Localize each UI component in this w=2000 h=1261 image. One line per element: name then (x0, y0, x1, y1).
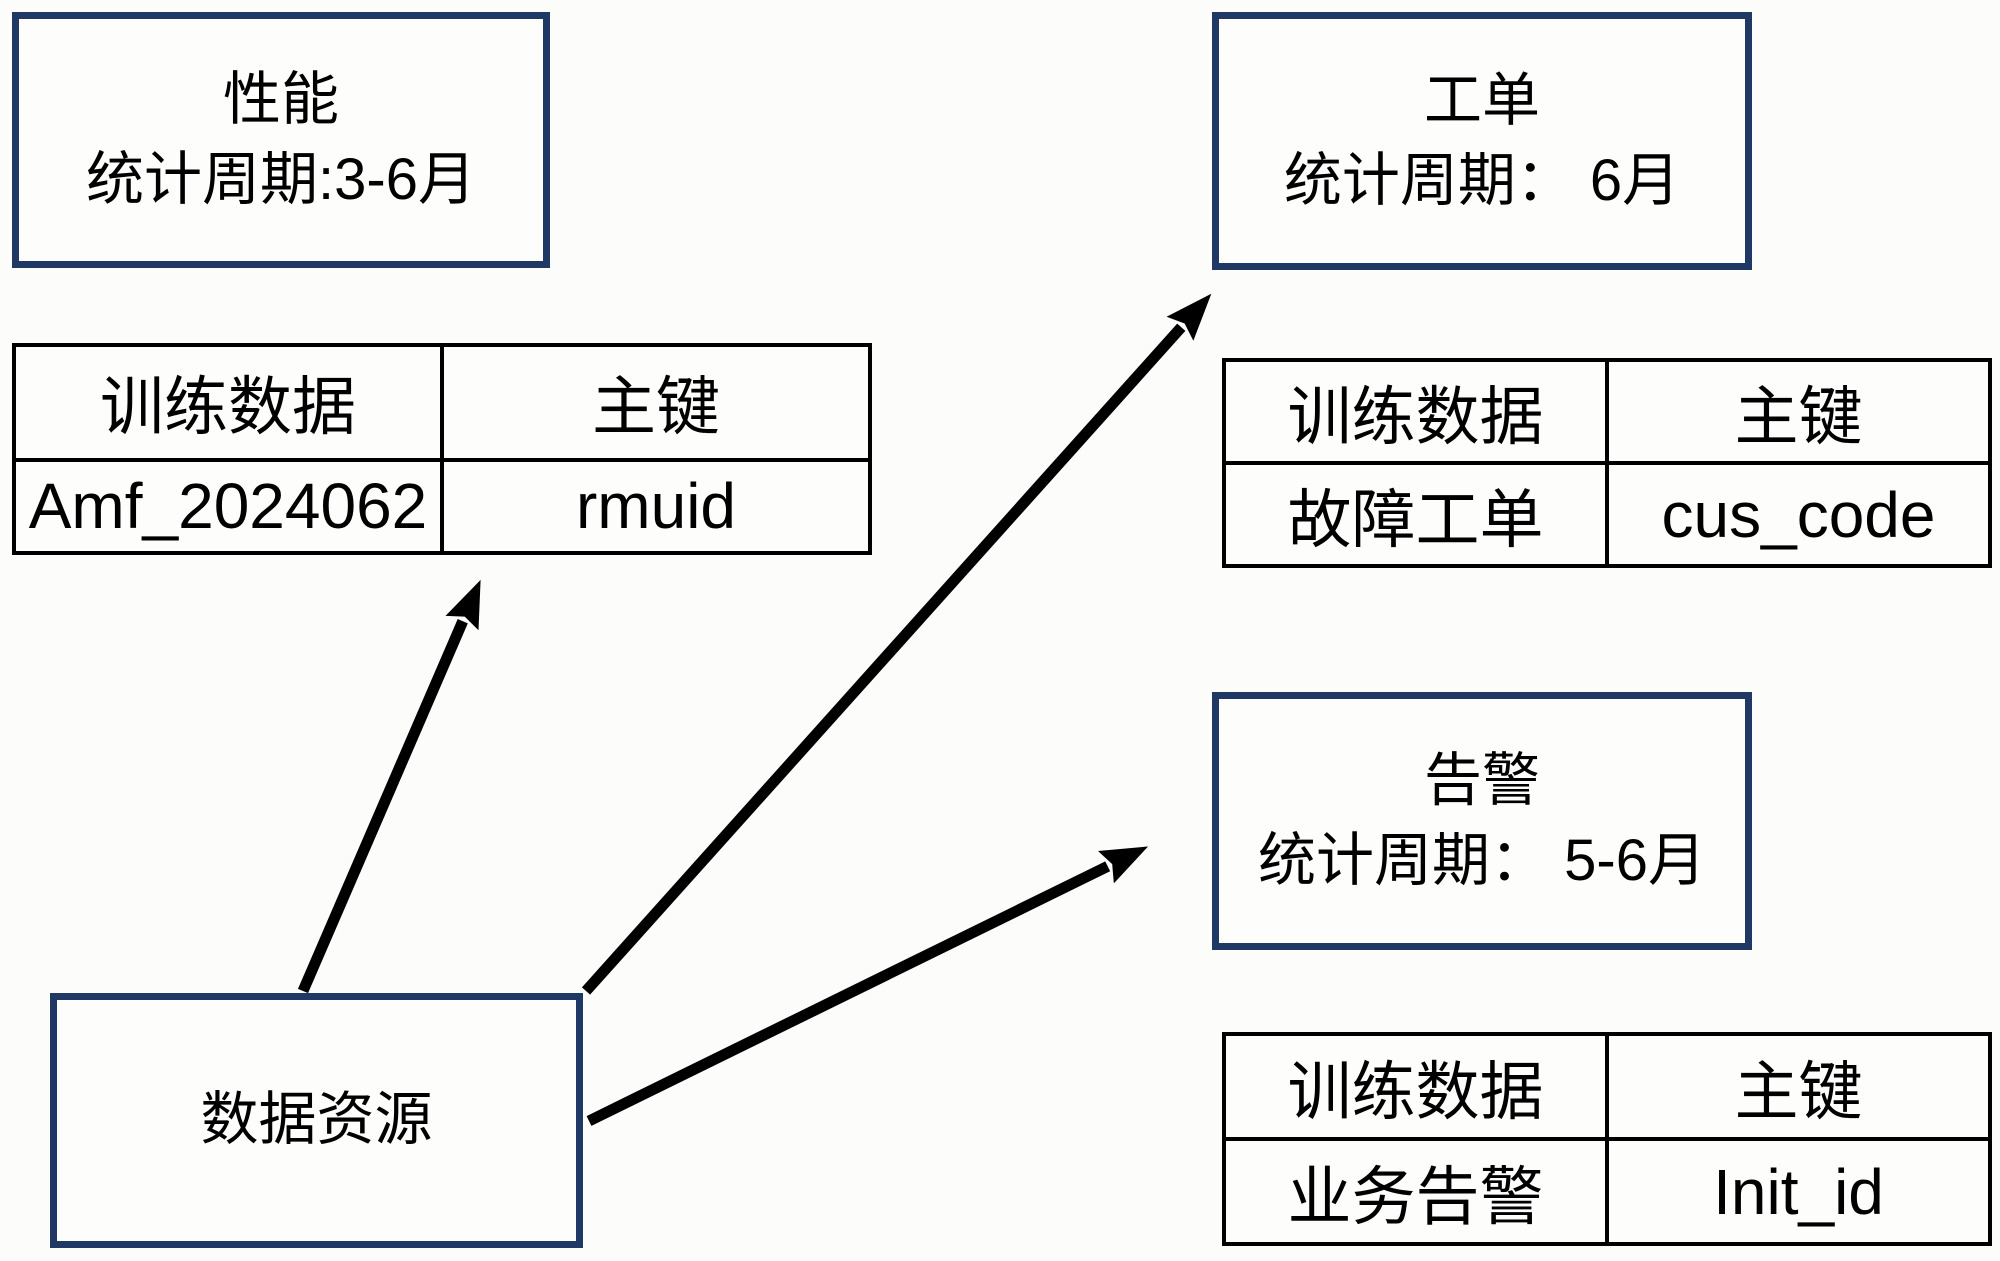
node-datasource-title: 数据资源 (200, 1087, 433, 1153)
table-alarm-cell: 业务告警 (1222, 1137, 1609, 1246)
node-alarm-title: 告警 (1423, 747, 1540, 813)
arrow-datasource-to-alarm (586, 846, 1149, 1126)
node-performance-title: 性能 (222, 66, 339, 132)
table-alarm-cell: Init_id (1605, 1137, 1992, 1246)
table-workorder-header-cell: 训练数据 (1222, 358, 1609, 465)
table-workorder-header-row: 训练数据 主键 (1222, 358, 1992, 465)
table-workorder-cell: cus_code (1605, 461, 1992, 568)
node-datasource: 数据资源 (50, 993, 583, 1248)
table-performance-row: Amf_2024062 rmuid (12, 457, 872, 556)
table-performance-cell: Amf_2024062 (12, 457, 444, 556)
table-workorder-row: 故障工单 cus_code (1222, 461, 1992, 568)
table-performance-header-cell: 训练数据 (12, 343, 444, 462)
node-alarm: 告警 统计周期： 5-6月 (1212, 692, 1752, 950)
node-alarm-subtitle: 统计周期： 5-6月 (1258, 828, 1706, 893)
node-workorder-subtitle: 统计周期： 6月 (1283, 148, 1681, 213)
table-performance: 训练数据 主键 Amf_2024062 rmuid (12, 343, 872, 556)
table-performance-header-cell: 主键 (440, 343, 872, 462)
table-alarm-row: 业务告警 Init_id (1222, 1137, 1992, 1246)
table-alarm: 训练数据 主键 业务告警 Init_id (1222, 1032, 1992, 1246)
table-performance-cell: rmuid (440, 457, 872, 556)
node-workorder-title: 工单 (1423, 67, 1540, 133)
table-workorder-cell: 故障工单 (1222, 461, 1609, 568)
table-alarm-header-row: 训练数据 主键 (1222, 1032, 1992, 1141)
table-alarm-header-cell: 主键 (1605, 1032, 1992, 1141)
table-workorder: 训练数据 主键 故障工单 cus_code (1222, 358, 1992, 568)
table-workorder-header-cell: 主键 (1605, 358, 1992, 465)
table-alarm-header-cell: 训练数据 (1222, 1032, 1609, 1141)
node-performance: 性能 统计周期:3-6月 (12, 12, 550, 268)
node-performance-subtitle: 统计周期:3-6月 (86, 147, 476, 212)
node-workorder: 工单 统计周期： 6月 (1212, 12, 1752, 270)
table-performance-header-row: 训练数据 主键 (12, 343, 872, 462)
arrow-datasource-to-performance-table (297, 579, 481, 994)
